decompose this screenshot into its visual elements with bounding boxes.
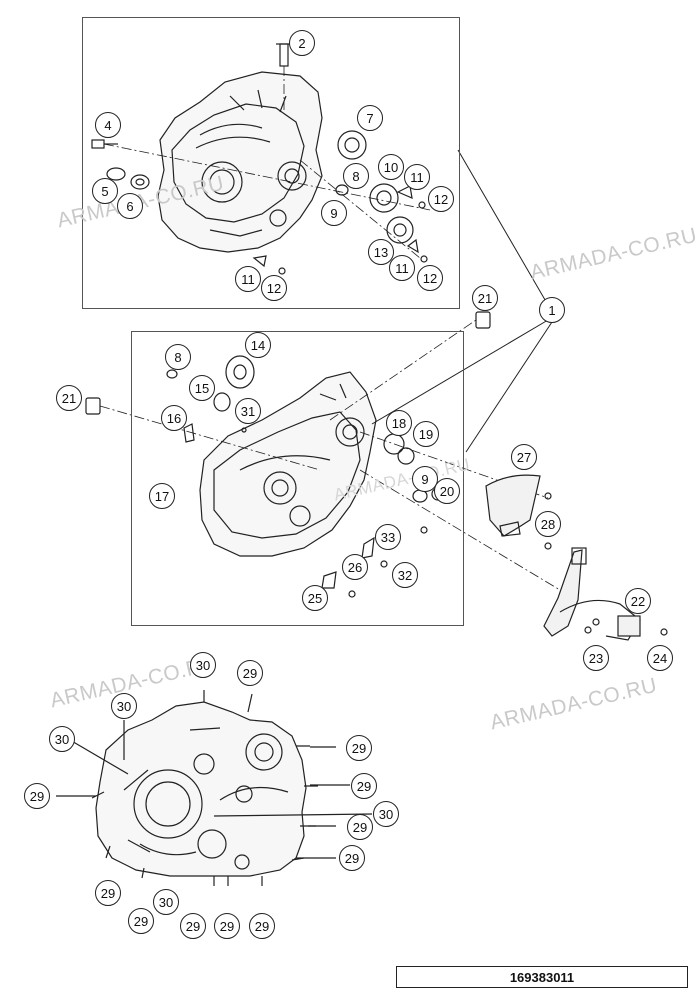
callout-15[interactable]: 15 — [189, 375, 215, 401]
callout-30[interactable]: 30 — [49, 726, 75, 752]
callout-11[interactable]: 11 — [235, 266, 261, 292]
callout-23[interactable]: 23 — [583, 645, 609, 671]
drawing-number: 169383011 — [509, 970, 575, 985]
callout-30[interactable]: 30 — [153, 889, 179, 915]
callout-2[interactable]: 2 — [289, 30, 315, 56]
callout-8[interactable]: 8 — [165, 344, 191, 370]
callout-29[interactable]: 29 — [249, 913, 275, 939]
callout-27[interactable]: 27 — [511, 444, 537, 470]
callout-31[interactable]: 31 — [235, 398, 261, 424]
callout-9[interactable]: 9 — [321, 200, 347, 226]
callout-12[interactable]: 12 — [428, 186, 454, 212]
callout-9[interactable]: 9 — [412, 466, 438, 492]
callout-21[interactable]: 21 — [56, 385, 82, 411]
callout-29[interactable]: 29 — [347, 814, 373, 840]
callout-1[interactable]: 1 — [539, 297, 565, 323]
callout-16[interactable]: 16 — [161, 405, 187, 431]
callout-12[interactable]: 12 — [417, 265, 443, 291]
callout-32[interactable]: 32 — [392, 562, 418, 588]
callout-14[interactable]: 14 — [245, 332, 271, 358]
callout-29[interactable]: 29 — [339, 845, 365, 871]
callout-29[interactable]: 29 — [351, 773, 377, 799]
callout-18[interactable]: 18 — [386, 410, 412, 436]
callout-29[interactable]: 29 — [128, 908, 154, 934]
callout-6[interactable]: 6 — [117, 193, 143, 219]
callout-29[interactable]: 29 — [346, 735, 372, 761]
callout-5[interactable]: 5 — [92, 178, 118, 204]
crankcase-left-half — [91, 43, 428, 275]
callout-8[interactable]: 8 — [343, 163, 369, 189]
callout-29[interactable]: 29 — [237, 660, 263, 686]
callout-10[interactable]: 10 — [378, 154, 404, 180]
callout-4[interactable]: 4 — [95, 112, 121, 138]
callout-11[interactable]: 11 — [404, 164, 430, 190]
callout-26[interactable]: 26 — [342, 554, 368, 580]
callout-19[interactable]: 19 — [413, 421, 439, 447]
callout-11[interactable]: 11 — [389, 255, 415, 281]
callout-28[interactable]: 28 — [535, 511, 561, 537]
callout-25[interactable]: 25 — [302, 585, 328, 611]
callout-22[interactable]: 22 — [625, 588, 651, 614]
callout-21[interactable]: 21 — [472, 285, 498, 311]
crankcase-right-half — [85, 311, 491, 598]
callout-29[interactable]: 29 — [214, 913, 240, 939]
callout-17[interactable]: 17 — [149, 483, 175, 509]
upper-panel-frame — [82, 17, 460, 309]
callout-7[interactable]: 7 — [357, 105, 383, 131]
callout-20[interactable]: 20 — [434, 478, 460, 504]
middle-panel-frame — [131, 331, 464, 626]
callout-30[interactable]: 30 — [111, 693, 137, 719]
drawing-number-box: 169383011 — [396, 966, 688, 988]
callout-12[interactable]: 12 — [261, 275, 287, 301]
callout-29[interactable]: 29 — [95, 880, 121, 906]
callout-30[interactable]: 30 — [190, 652, 216, 678]
callout-33[interactable]: 33 — [375, 524, 401, 550]
callout-29[interactable]: 29 — [24, 783, 50, 809]
callout-24[interactable]: 24 — [647, 645, 673, 671]
callout-30[interactable]: 30 — [373, 801, 399, 827]
callout-29[interactable]: 29 — [180, 913, 206, 939]
crankcase-bolt-view — [69, 690, 318, 886]
